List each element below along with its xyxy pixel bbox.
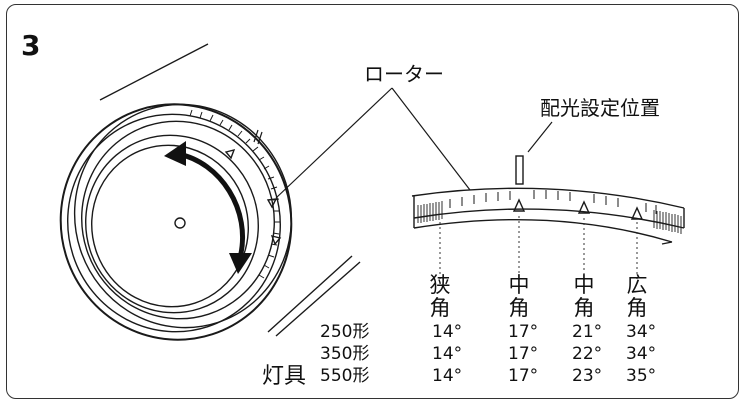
dial-outer-arc — [411, 187, 685, 209]
ring-triangle — [224, 148, 236, 160]
rotor-ring-inner — [81, 120, 275, 320]
lamp-body-top-edge — [99, 43, 209, 101]
dial-tail — [661, 241, 673, 245]
step-number: 3 — [21, 29, 41, 62]
row-model-350: 350形 — [320, 344, 370, 364]
dial-triangle-mid — [577, 200, 591, 214]
row-model-250: 250形 — [320, 322, 370, 342]
cell-550-mid2: 23° — [572, 366, 603, 386]
dial-triangle-wide — [630, 206, 644, 220]
column-header-mid-1: 中角 — [508, 273, 530, 320]
outer-ring — [59, 103, 293, 341]
rotor-ring — [73, 103, 293, 329]
light-position-label: 配光設定位置 — [540, 96, 660, 120]
cell-250-narrow: 14° — [432, 322, 463, 342]
rotor-leader-1 — [275, 87, 393, 199]
rotor-leader-2 — [391, 87, 471, 191]
position-indicator — [515, 155, 524, 185]
position-leader — [527, 121, 553, 153]
rotation-arrow — [164, 141, 252, 274]
ring-triangle — [270, 234, 282, 246]
outer-ring-inner — [67, 113, 281, 333]
dial-lower-arc — [413, 218, 673, 243]
knurl-left — [417, 201, 443, 223]
lamp-body-bottom-edge — [267, 255, 353, 333]
fixture-label: 灯具 — [262, 364, 307, 389]
ring-triangle — [266, 198, 278, 209]
knurl-right — [653, 210, 682, 234]
cell-350-mid2: 22° — [572, 344, 603, 364]
center-hole — [174, 217, 186, 229]
ring-scale — [189, 109, 280, 279]
figure-frame — [6, 4, 739, 399]
lamp-body-bottom-edge-2 — [275, 261, 361, 337]
cell-350-narrow: 14° — [432, 344, 463, 364]
cell-350-wide: 34° — [626, 344, 657, 364]
dial-inner-arc — [413, 208, 685, 229]
dial-ticks — [449, 190, 657, 214]
inner-ring — [85, 134, 259, 314]
column-header-mid-2: 中角 — [573, 273, 595, 320]
rotor-label: ローター — [364, 62, 444, 86]
inner-ring-2 — [91, 144, 249, 308]
cell-250-mid2: 21° — [572, 322, 603, 342]
cell-550-narrow: 14° — [432, 366, 463, 386]
cell-350-mid1: 17° — [508, 344, 539, 364]
cell-550-mid1: 17° — [508, 366, 539, 386]
column-header-narrow: 狭角 — [429, 273, 451, 320]
dial-end-cap — [413, 196, 685, 228]
cell-250-mid1: 17° — [508, 322, 539, 342]
cell-550-wide: 35° — [626, 366, 657, 386]
position-tab-small — [253, 129, 263, 145]
column-header-wide: 広角 — [626, 273, 648, 320]
row-model-550: 550形 — [320, 366, 370, 386]
dial-triangle-narrow — [512, 198, 526, 212]
cell-250-wide: 34° — [626, 322, 657, 342]
